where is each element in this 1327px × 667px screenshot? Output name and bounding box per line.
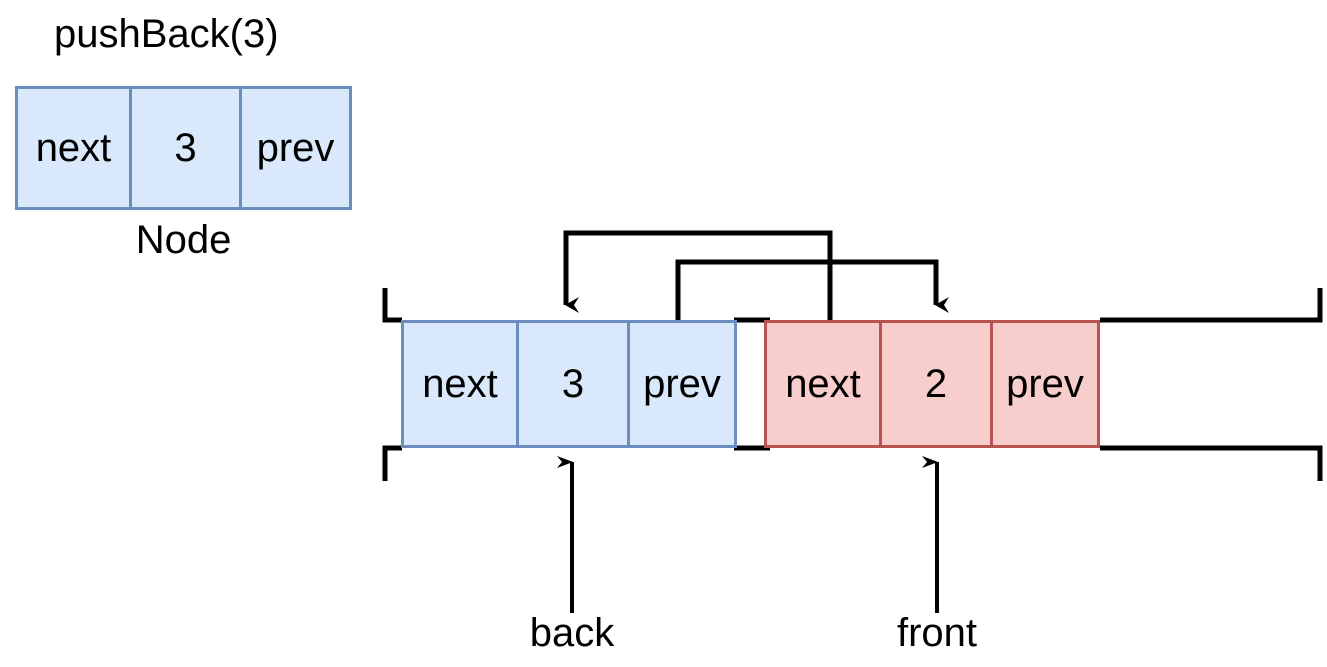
deque-bracket-right-top bbox=[1100, 288, 1323, 323]
node-back-cell-value: 3 bbox=[516, 323, 627, 445]
deque-bracket-right-bottom bbox=[1100, 445, 1323, 481]
node-template-caption: Node bbox=[135, 218, 232, 262]
node-front-cell-prev: prev bbox=[990, 323, 1097, 445]
deque-bracket-left-bottom bbox=[382, 445, 402, 481]
node-template: next 3 prev bbox=[15, 86, 352, 210]
node-front: next 2 prev bbox=[764, 320, 1100, 448]
back-pointer-label: back bbox=[529, 611, 615, 655]
node-front-cell-value: 2 bbox=[879, 323, 990, 445]
front-pointer-label: front bbox=[896, 611, 978, 655]
node-back-cell-prev: prev bbox=[627, 323, 734, 445]
next-link-arrow bbox=[675, 259, 949, 320]
node-front-cell-next: next bbox=[767, 323, 879, 445]
node-template-cell-prev: prev bbox=[239, 89, 349, 207]
node-back: next 3 prev bbox=[401, 320, 737, 448]
page-title: pushBack(3) bbox=[54, 12, 279, 56]
prev-link-arrow bbox=[563, 230, 833, 320]
node-template-cell-value: 3 bbox=[129, 89, 239, 207]
node-template-cell-next: next bbox=[18, 89, 129, 207]
node-back-cell-next: next bbox=[404, 323, 516, 445]
deque-bracket-left-top bbox=[382, 288, 402, 323]
